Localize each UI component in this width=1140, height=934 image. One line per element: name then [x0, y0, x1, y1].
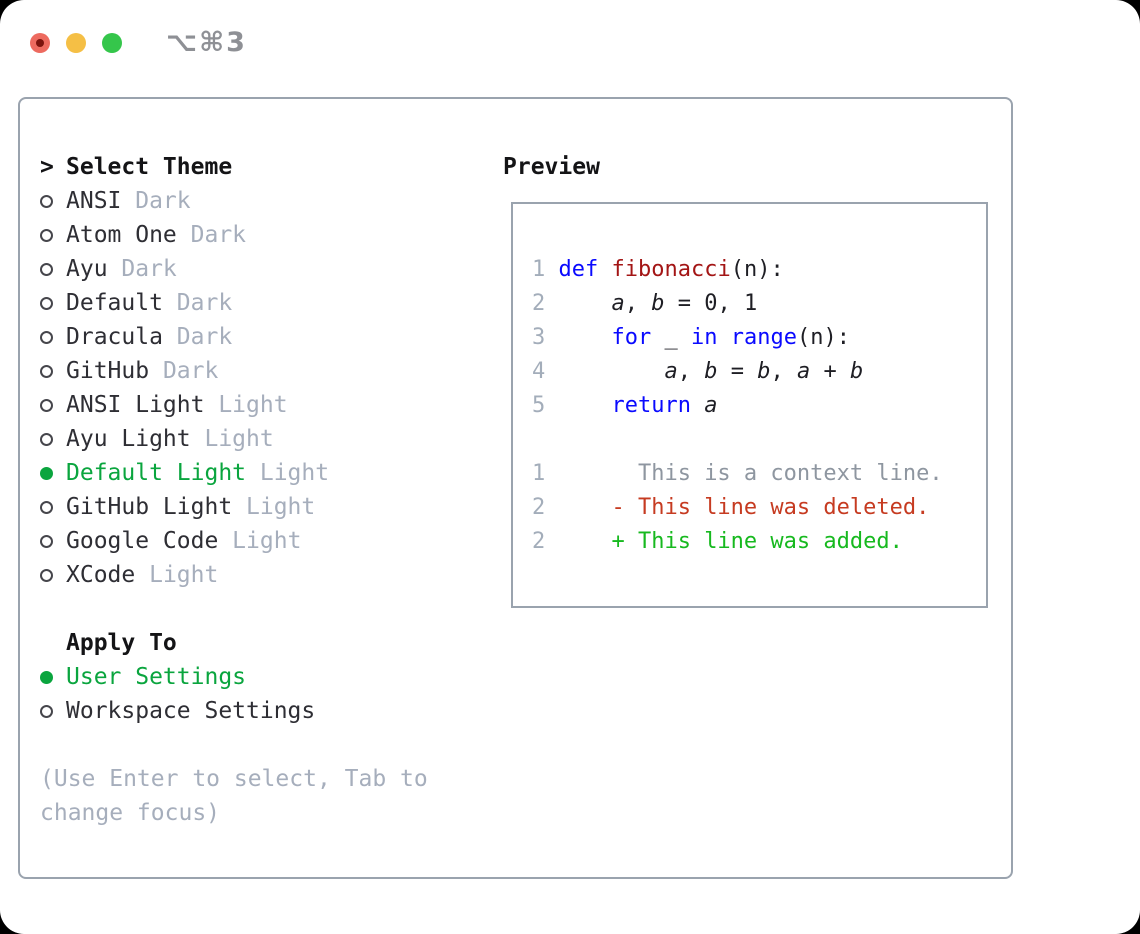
line-number: 5	[532, 393, 546, 418]
line-number: 2	[532, 529, 546, 554]
theme-variant-label: Light	[218, 528, 302, 554]
theme-option-github[interactable]: GitHub Dark	[40, 354, 440, 388]
radio-icon	[40, 262, 66, 276]
radio-icon	[40, 330, 66, 344]
titlebar: ⌥⌘3	[30, 27, 247, 58]
theme-option-label: Ayu Light	[66, 426, 191, 452]
theme-variant-label: Dark	[162, 290, 233, 316]
prompt-icon: >	[40, 154, 54, 180]
radio-selected-icon	[40, 466, 66, 480]
theme-option-ansi[interactable]: ANSI Dark	[40, 184, 440, 218]
apply-option-user-settings[interactable]: User Settings	[40, 660, 440, 694]
radio-icon	[40, 500, 66, 514]
theme-option-default-light[interactable]: Default Light Light	[40, 456, 440, 490]
theme-option-ayu[interactable]: Ayu Dark	[40, 252, 440, 286]
theme-variant-label: Dark	[121, 188, 191, 214]
radio-icon	[40, 228, 66, 242]
line-number: 1	[532, 257, 546, 282]
line-number: 2	[532, 291, 546, 316]
apply-to-title: Apply To	[66, 630, 177, 656]
apply-option-workspace-settings[interactable]: Workspace Settings	[40, 694, 440, 728]
close-button[interactable]	[30, 32, 50, 53]
theme-option-label: Google Code	[66, 528, 219, 554]
theme-option-ansi-light[interactable]: ANSI Light Light	[40, 388, 440, 422]
theme-variant-label: Light	[190, 426, 274, 452]
theme-option-default[interactable]: Default Dark	[40, 286, 440, 320]
code-line: 2 + This line was added.	[532, 525, 943, 559]
apply-option-label: User Settings	[66, 664, 247, 690]
theme-option-label: Default	[66, 290, 163, 316]
theme-option-dracula[interactable]: Dracula Dark	[40, 320, 440, 354]
theme-option-label: ANSI Light	[66, 392, 205, 418]
theme-variant-label: Dark	[149, 358, 219, 384]
apply-option-label: Workspace Settings	[66, 698, 316, 724]
radio-icon	[40, 398, 66, 412]
code-line	[532, 423, 943, 457]
theme-variant-label: Light	[246, 460, 330, 486]
theme-option-google-code[interactable]: Google Code Light	[40, 524, 440, 558]
theme-variant-label: Dark	[107, 256, 177, 282]
hint-text: (Use Enter to select, Tab to change focu…	[40, 766, 428, 826]
code-line: 2 a, b = 0, 1	[532, 287, 943, 321]
code-line: 5 return a	[532, 389, 943, 423]
code-line: 3 for _ in range(n):	[532, 321, 943, 355]
theme-variant-label: Light	[232, 494, 316, 520]
theme-variant-label: Light	[204, 392, 288, 418]
radio-icon	[40, 364, 66, 378]
radio-icon	[40, 296, 66, 310]
spacer	[40, 728, 440, 762]
code-line: 4 a, b = b, a + b	[532, 355, 943, 389]
theme-option-label: XCode	[66, 562, 136, 588]
spacer	[40, 592, 440, 626]
radio-icon	[40, 194, 66, 208]
theme-option-label: GitHub	[66, 358, 150, 384]
theme-option-ayu-light[interactable]: Ayu Light Light	[40, 422, 440, 456]
preview-title: Preview	[503, 154, 600, 180]
theme-option-label: Atom One	[66, 222, 177, 248]
theme-option-label: Default Light	[66, 460, 247, 486]
radio-selected-icon	[40, 670, 66, 684]
line-number: 3	[532, 325, 546, 350]
radio-icon	[40, 568, 66, 582]
window-shortcut-label: ⌥⌘3	[166, 27, 247, 58]
radio-icon	[40, 432, 66, 446]
theme-option-atom-one[interactable]: Atom One Dark	[40, 218, 440, 252]
theme-variant-label: Dark	[176, 222, 247, 248]
radio-icon	[40, 534, 66, 548]
theme-variant-label: Dark	[162, 324, 233, 350]
theme-option-label: Ayu	[66, 256, 108, 282]
theme-option-github-light[interactable]: GitHub Light Light	[40, 490, 440, 524]
menu-title: Select Theme	[66, 154, 233, 180]
theme-option-label: Dracula	[66, 324, 163, 350]
apply-to-header: Apply To	[40, 626, 440, 660]
code-line: 2 - This line was deleted.	[532, 491, 943, 525]
theme-variant-label: Light	[135, 562, 219, 588]
line-number: 2	[532, 495, 546, 520]
theme-option-xcode[interactable]: XCode Light	[40, 558, 440, 592]
theme-option-label: ANSI	[66, 188, 122, 214]
line-number: 4	[532, 359, 546, 384]
code-line: 1 def fibonacci(n):	[532, 253, 943, 287]
select-theme-header: > Select Theme	[40, 150, 440, 184]
line-number: 1	[532, 461, 546, 486]
code-line: 1 This is a context line.	[532, 457, 943, 491]
theme-option-label: GitHub Light	[66, 494, 233, 520]
minimize-button[interactable]	[66, 32, 86, 53]
radio-icon	[40, 704, 66, 718]
zoom-button[interactable]	[102, 32, 122, 53]
